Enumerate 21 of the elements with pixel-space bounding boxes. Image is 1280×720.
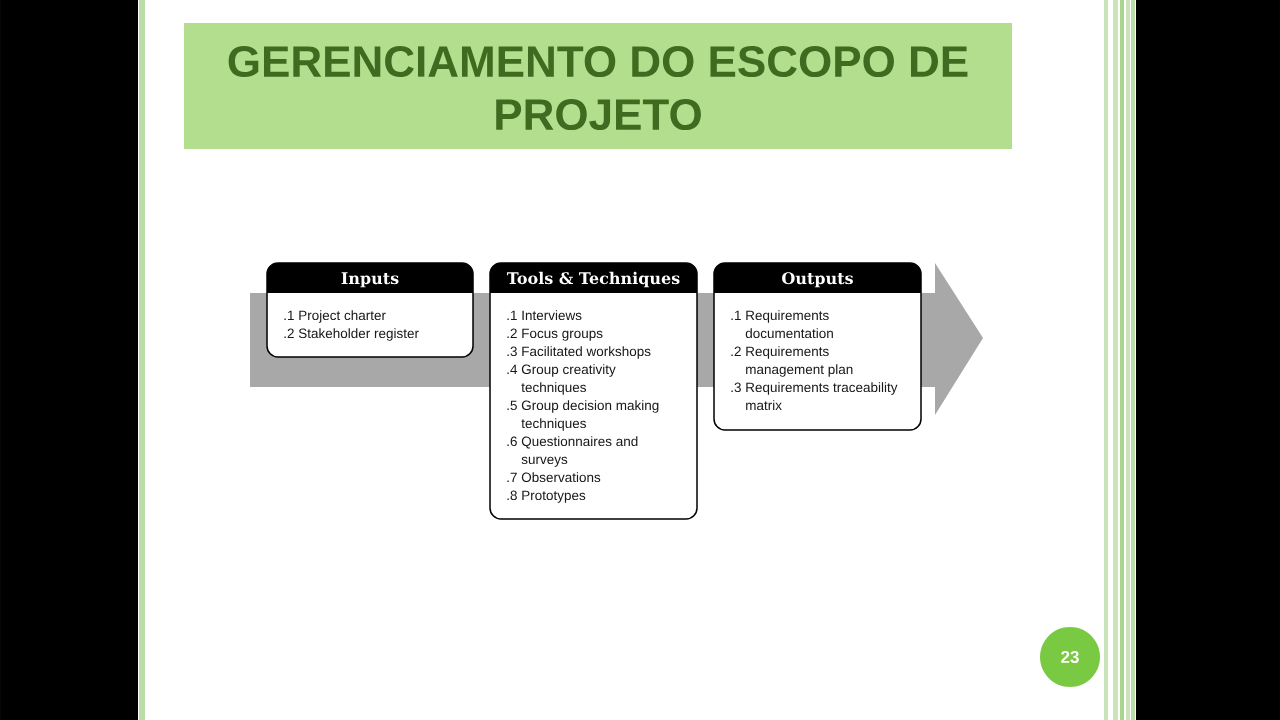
list-item: .4 Group creativity techniques [507, 364, 616, 395]
list-item: .2 Stakeholder register [284, 328, 419, 341]
list-item: .3 Facilitated workshops [507, 346, 651, 359]
process-box [266, 262, 474, 358]
list-item: .3 Requirements traceability matrix [731, 382, 898, 411]
page-number: 23 [1040, 627, 1100, 687]
list-item: .2 Focus groups [507, 328, 603, 341]
list-item: .1 Interviews [507, 310, 582, 321]
list-item: .1 Project charter [284, 310, 386, 323]
list-item: .1 Requirements documentation [731, 310, 833, 339]
box-header: Inputs [267, 263, 473, 293]
list-item: .2 Requirements management plan [731, 346, 853, 377]
box-header: Tools & Techniques [490, 263, 697, 293]
process-box [713, 262, 922, 431]
box-header: Outputs [714, 263, 921, 293]
list-item: .7 Observations [507, 472, 601, 483]
title: GERENCIAMENTO DO ESCOPO DE PROJETO [228, 45, 968, 131]
list-item: .8 Prototypes [507, 490, 586, 503]
list-item: .5 Group decision making techniques [507, 400, 659, 431]
process-box [489, 262, 698, 520]
list-item: .6 Questionnaires and surveys [507, 436, 638, 467]
